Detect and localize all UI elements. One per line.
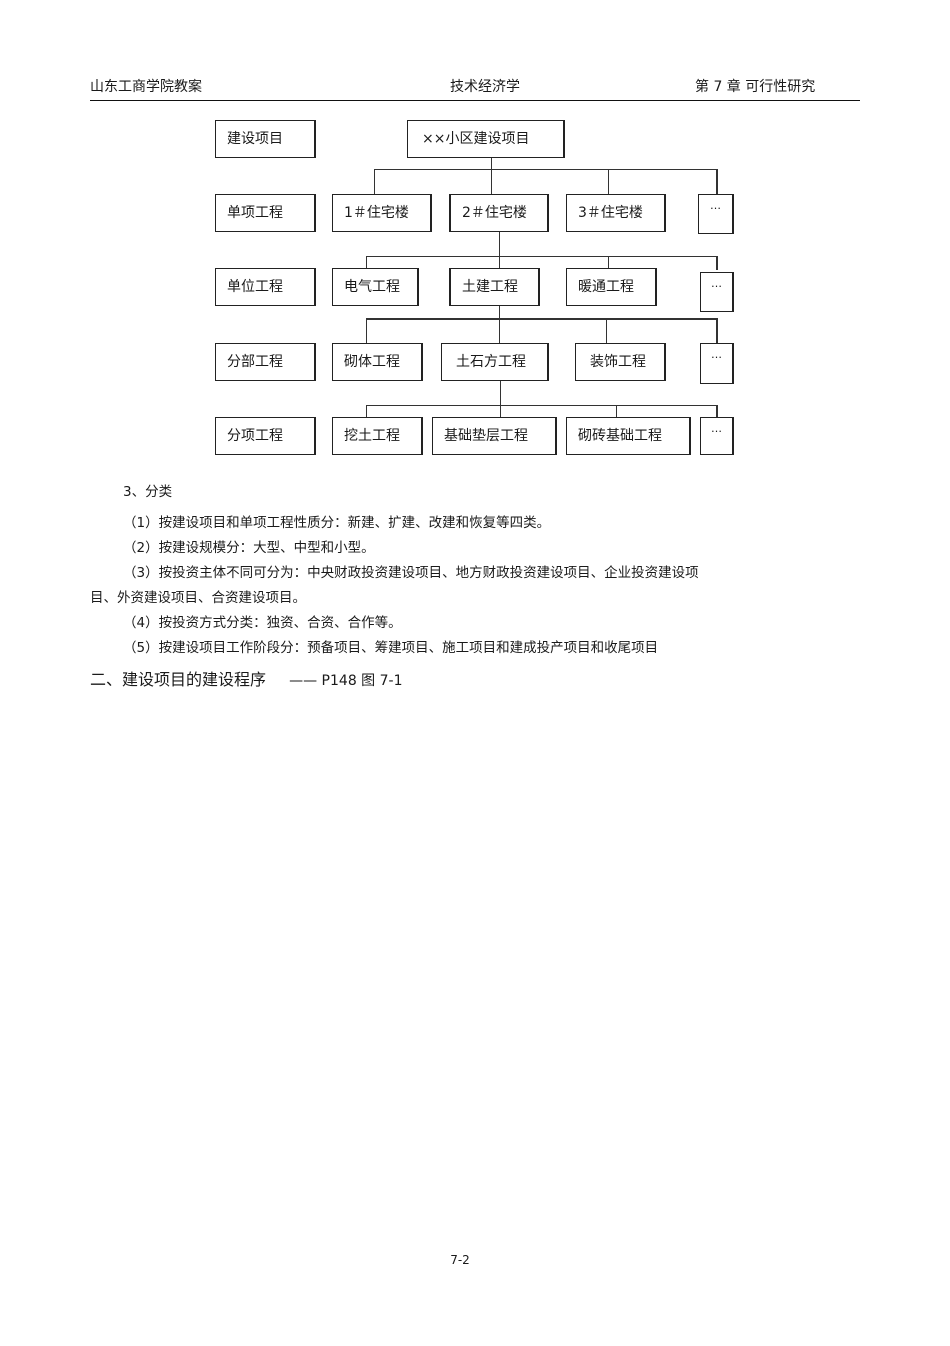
node-hvac: 暖通工程 — [566, 268, 657, 306]
node-electrical: 电气工程 — [332, 268, 419, 306]
classification-item-4: （4）按投资方式分类：独资、合资、合作等。 — [123, 615, 402, 631]
node-unit-more: … — [700, 272, 734, 312]
node-division-more: … — [700, 343, 734, 384]
node-earthwork: 土石方工程 — [441, 343, 549, 381]
header-course: 技术经济学 — [450, 79, 520, 95]
header-school: 山东工商学院教案 — [90, 79, 202, 95]
classification-item-5: （5）按建设项目工作阶段分：预备项目、筹建项目、施工项目和建成投产项目和收尾项目 — [123, 640, 659, 656]
level-label-division: 分部工程 — [215, 343, 316, 381]
node-subitem-more: … — [700, 417, 734, 455]
node-project: ××小区建设项目 — [407, 120, 565, 158]
node-foundation-cushion: 基础垫层工程 — [432, 417, 557, 455]
page-header: 山东工商学院教案 技术经济学 第 7 章 可行性研究 — [90, 76, 860, 101]
classification-item-3: （3）按投资主体不同可分为：中央财政投资建设项目、地方财政投资建设项目、企业投资… — [123, 565, 699, 581]
section-reference: —— P148 图 7-1 — [289, 673, 403, 689]
level-label-single: 单项工程 — [215, 194, 316, 232]
node-brick-foundation: 砌砖基础工程 — [566, 417, 691, 455]
level-label-project: 建设项目 — [215, 120, 316, 158]
node-building-3: 3＃住宅楼 — [566, 194, 666, 232]
level-label-unit: 单位工程 — [215, 268, 316, 306]
classification-item-2: （2）按建设规模分：大型、中型和小型。 — [123, 540, 375, 556]
project-hierarchy-diagram: 建设项目 单项工程 单位工程 分部工程 分项工程 ××小区建设项目 1＃住宅楼 … — [0, 0, 950, 470]
section-title-text: 二、建设项目的建设程序 — [90, 670, 267, 689]
classification-item-3-cont: 目、外资建设项目、合资建设项目。 — [90, 590, 306, 606]
node-building-2: 2＃住宅楼 — [449, 194, 549, 232]
header-chapter: 第 7 章 可行性研究 — [695, 79, 816, 95]
classification-item-1: （1）按建设项目和单项工程性质分：新建、扩建、改建和恢复等四类。 — [123, 515, 551, 531]
section-title: 二、建设项目的建设程序 —— P148 图 7-1 — [90, 666, 403, 690]
level-label-subitem: 分项工程 — [215, 417, 316, 455]
node-civil: 土建工程 — [449, 268, 540, 306]
classification-heading: 3、分类 — [123, 484, 173, 500]
node-building-1: 1＃住宅楼 — [332, 194, 432, 232]
node-decoration: 装饰工程 — [575, 343, 666, 381]
node-masonry: 砌体工程 — [332, 343, 423, 381]
node-building-more: … — [698, 194, 734, 234]
page-number: 7-2 — [450, 1253, 470, 1267]
node-excavation: 挖土工程 — [332, 417, 423, 455]
